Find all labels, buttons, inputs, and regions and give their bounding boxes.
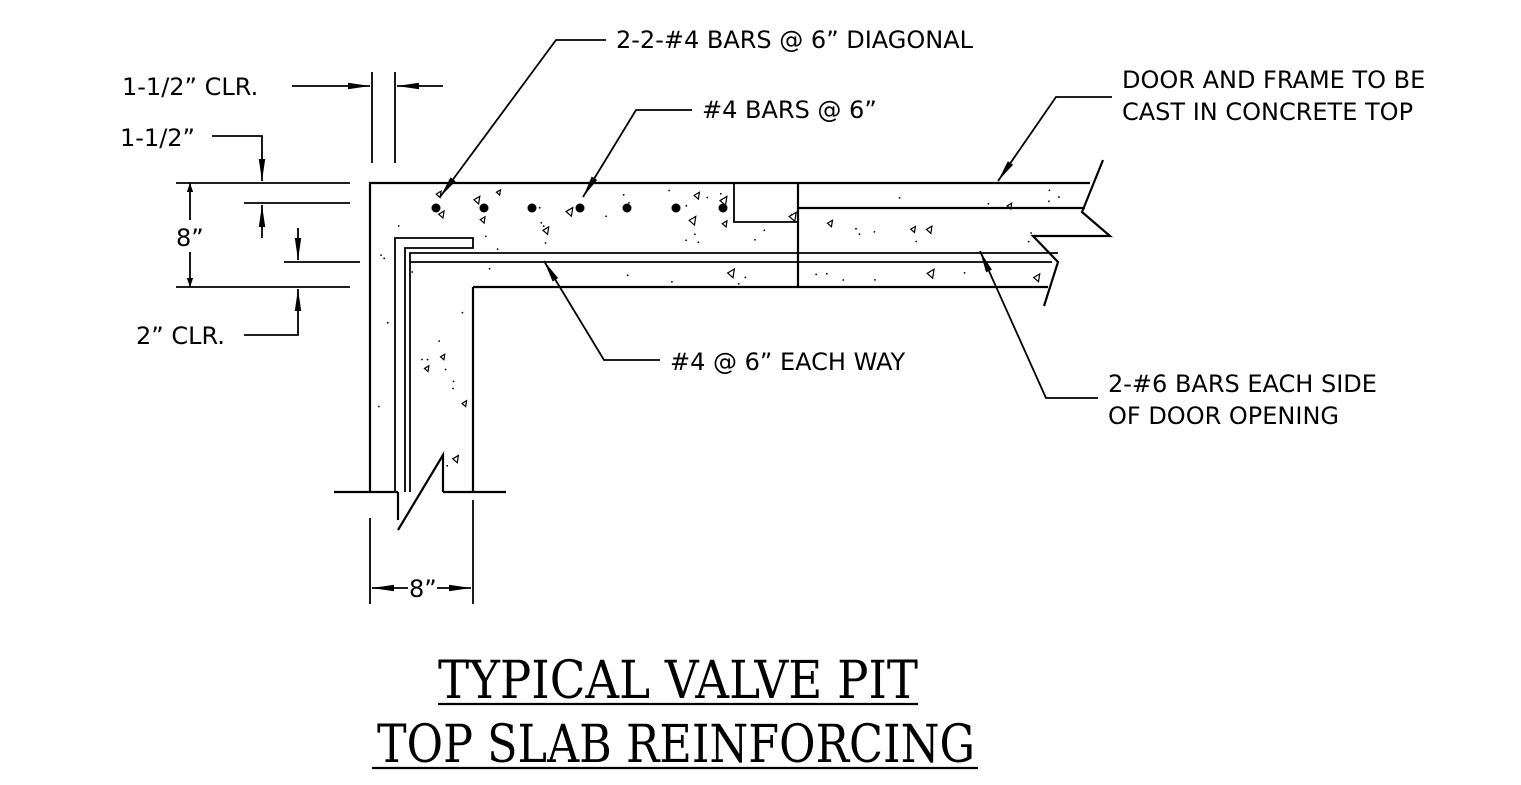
concrete-outline: [334, 159, 1113, 531]
title-line-2: TOP SLAB REINFORCING: [377, 715, 975, 775]
label-door-frame-1: DOOR AND FRAME TO BE: [1122, 66, 1425, 94]
concrete-stipple: [378, 188, 1060, 467]
label-bars-4: #4 BARS @ 6”: [702, 96, 877, 124]
label-bars-6-2: OF DOOR OPENING: [1108, 402, 1339, 430]
label-diagonal-bars: 2-2-#4 BARS @ 6” DIAGONAL: [616, 26, 974, 54]
title-line-1: TYPICAL VALVE PIT: [438, 651, 918, 711]
reinforcing-bars: [394, 203, 1058, 492]
label-dim-1-5: 1-1/2”: [120, 124, 195, 152]
dimension-lines: [176, 72, 474, 604]
label-dim-8-horizontal: 8”: [409, 575, 437, 603]
label-clr-2: 2” CLR.: [136, 322, 225, 350]
label-dim-8-vertical: 8”: [176, 224, 204, 252]
label-clr-1-5-top: 1-1/2” CLR.: [122, 73, 258, 101]
label-bars-6-1: 2-#6 BARS EACH SIDE: [1108, 370, 1377, 398]
label-door-frame-2: CAST IN CONCRETE TOP: [1122, 98, 1413, 126]
label-each-way: #4 @ 6” EACH WAY: [670, 348, 906, 376]
leader-lines: [439, 39, 1112, 399]
title-block: TYPICAL VALVE PIT TOP SLAB REINFORCING: [372, 651, 978, 775]
